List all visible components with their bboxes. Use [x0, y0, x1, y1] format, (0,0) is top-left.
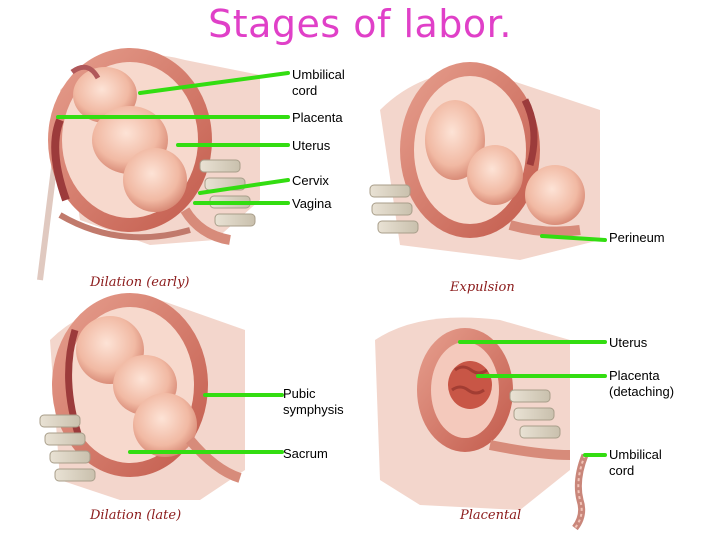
label-cervix: Cervix	[292, 173, 329, 189]
label-perineum: Perineum	[609, 230, 665, 246]
label-vagina: Vagina	[292, 196, 332, 212]
label-placenta-detaching: Placenta (detaching)	[609, 368, 674, 400]
label-uterus-placental: Uterus	[609, 335, 647, 351]
caption-expulsion: Expulsion	[450, 280, 515, 295]
label-umbilical-cord: Umbilical cord	[292, 67, 345, 99]
label-placenta: Placenta	[292, 110, 343, 126]
caption-dilation-early: Dilation (early)	[90, 275, 190, 290]
caption-dilation-late: Dilation (late)	[90, 508, 181, 523]
label-sacrum: Sacrum	[283, 446, 328, 462]
label-uterus: Uterus	[292, 138, 330, 154]
label-umbilical-cord-placental: Umbilical cord	[609, 447, 662, 479]
label-pubic-symphysis: Pubic symphysis	[283, 386, 344, 418]
panel-placental	[375, 318, 585, 529]
caption-placental: Placental	[460, 508, 521, 523]
panel-expulsion	[370, 62, 600, 260]
